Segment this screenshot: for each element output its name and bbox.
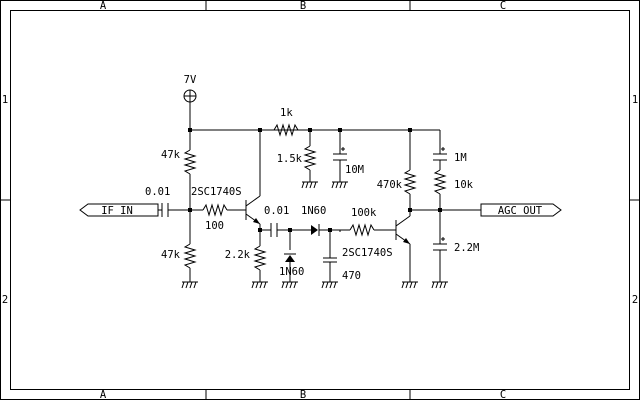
label-r-collector: 470k <box>377 179 403 191</box>
resistor-r-base2 <box>349 223 375 237</box>
label-r-series-supply: 1k <box>280 107 293 119</box>
ground-icon <box>431 281 448 289</box>
component-labels: 7V 47k 47k 0.01 100 2SC1740S 2.2k 0.01 1… <box>145 74 479 282</box>
label-r-divider: 1.5k <box>277 153 303 165</box>
label-r-out: 10k <box>454 179 474 191</box>
resistor-r-out <box>433 169 447 195</box>
port-in-label: IF IN <box>101 205 133 217</box>
col-label-b-top: B <box>300 0 306 12</box>
label-q1: 2SC1740S <box>191 186 242 198</box>
row-label-2-right: 2 <box>632 294 638 306</box>
transistor-q2-arrow <box>403 238 410 244</box>
resistor-r-top-bias <box>183 149 197 175</box>
capacitor-c-input <box>161 203 169 217</box>
resistor-r-series-supply <box>273 123 299 137</box>
ground-icon <box>401 281 418 289</box>
label-d2: 1N60 <box>279 266 304 278</box>
capacitors <box>161 147 447 263</box>
row-label-1-left: 1 <box>2 94 8 106</box>
capacitor-c-bypass <box>333 147 347 161</box>
capacitor-c-out <box>433 237 447 251</box>
resistors <box>183 123 447 271</box>
wires <box>158 102 481 282</box>
label-c-coupling: 0.01 <box>264 205 289 217</box>
ground-icon <box>321 281 338 289</box>
capacitor-c-coupling <box>270 223 278 237</box>
label-c-detector: 470 <box>342 270 361 282</box>
label-r-top-bias: 47k <box>161 149 181 161</box>
label-d1: 1N60 <box>301 205 326 217</box>
resistor-r-emitter <box>253 245 267 271</box>
resistor-r-bottom-bias <box>183 243 197 269</box>
row-label-1-right: 1 <box>632 94 638 106</box>
col-label-a-bottom: A <box>100 389 107 400</box>
ground-icon <box>181 281 198 289</box>
label-c-out: 2.2M <box>454 242 479 254</box>
resistor-r-divider <box>303 145 317 171</box>
label-r-emitter: 2.2k <box>225 249 251 261</box>
port-out-label: AGC OUT <box>498 205 543 217</box>
label-r-base: 100 <box>205 220 224 232</box>
label-c-1m: 1M <box>454 152 467 164</box>
capacitor-c-1m <box>433 147 447 161</box>
diodes <box>284 224 320 262</box>
diode-d2 <box>284 253 296 262</box>
port-out: AGC OUT <box>480 203 562 217</box>
supply-terminal-icon <box>183 89 197 103</box>
ground-icon <box>251 281 268 289</box>
col-label-c-bottom: C <box>500 389 506 400</box>
supply-label: 7V <box>184 74 197 86</box>
transistor-q1-arrow <box>253 218 260 224</box>
port-in: IF IN <box>79 203 159 217</box>
label-c-input: 0.01 <box>145 186 170 198</box>
ground-icon <box>331 181 348 189</box>
ground-icon <box>281 281 298 289</box>
resistor-r-collector <box>403 169 417 195</box>
row-label-2-left: 2 <box>2 294 8 306</box>
capacitor-c-detector <box>323 257 337 263</box>
label-c-bypass: 10M <box>345 164 364 176</box>
ground-icon <box>301 181 318 189</box>
diode-d1 <box>311 224 320 236</box>
col-label-b-bottom: B <box>300 389 306 400</box>
col-label-a-top: A <box>100 0 107 12</box>
ground-symbols <box>181 181 448 289</box>
label-r-base2: 100k <box>351 207 377 219</box>
label-q2: 2SC1740S <box>342 247 393 259</box>
label-r-bottom-bias: 47k <box>161 249 181 261</box>
resistor-r-base <box>202 203 228 217</box>
col-label-c-top: C <box>500 0 506 12</box>
junction-dots <box>188 128 442 232</box>
